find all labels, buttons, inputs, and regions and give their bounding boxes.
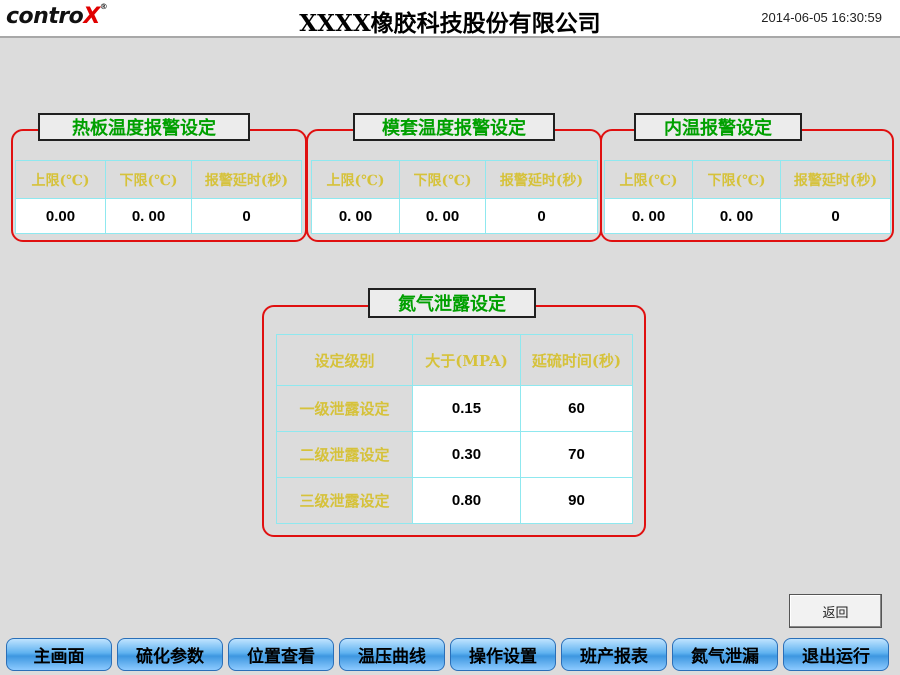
pressure-input[interactable]: 0.15 [412,385,521,432]
delay-input[interactable]: 70 [520,431,633,478]
lower-limit-input[interactable]: 0. 00 [399,198,486,234]
alarm-delay-header: 报警延时(秒) [485,160,598,199]
delay-header: 延硫时间(秒) [520,334,633,386]
logo-x: X [83,4,100,29]
controx-logo: controX® [6,1,108,29]
hotplate-temp-alarm-group: 热板温度报警设定 [11,113,307,242]
title-bar: controX® XXXX橡胶科技股份有限公司 2014-06-05 16:30… [0,0,900,38]
nitrogen-leak-title: 氮气泄露设定 [368,288,536,318]
pressure-header: 大于(MPA) [412,334,521,386]
hotplate-temp-alarm-table: 上限(℃) 下限(℃) 报警延时(秒) 0.00 0. 00 0 [15,160,302,234]
table-row: 二级泄露设定 0.30 70 [276,431,633,478]
lower-limit-header: 下限(℃) [399,160,486,199]
mold-temp-alarm-group: 模套温度报警设定 [306,113,602,242]
upper-limit-header: 上限(℃) [604,160,693,199]
back-button[interactable]: 返回 [789,594,882,628]
upper-limit-input[interactable]: 0.00 [15,198,106,234]
internal-temp-alarm-table: 上限(℃) 下限(℃) 报警延时(秒) 0. 00 0. 00 0 [604,160,891,234]
nav-nitrogen-leak-button[interactable]: 氮气泄漏 [672,638,778,671]
delay-input[interactable]: 60 [520,385,633,432]
alarm-delay-header: 报警延时(秒) [191,160,302,199]
level-header: 设定级别 [276,334,413,386]
nav-temp-pressure-curve-button[interactable]: 温压曲线 [339,638,445,671]
nav-main-screen-button[interactable]: 主画面 [6,638,112,671]
level-label: 二级泄露设定 [276,431,413,478]
upper-limit-header: 上限(℃) [15,160,106,199]
upper-limit-input[interactable]: 0. 00 [604,198,693,234]
company-title: XXXX橡胶科技股份有限公司 [299,10,601,37]
bottom-nav: 主画面 硫化参数 位置查看 温压曲线 操作设置 班产报表 氮气泄漏 退出运行 [0,634,900,675]
nitrogen-leak-table: 设定级别 大于(MPA) 延硫时间(秒) 一级泄露设定 0.15 60 二级泄露… [276,334,633,524]
nav-vulcanize-params-button[interactable]: 硫化参数 [117,638,223,671]
table-row: 一级泄露设定 0.15 60 [276,385,633,432]
level-label: 一级泄露设定 [276,385,413,432]
internal-temp-alarm-title: 内温报警设定 [634,113,802,141]
mold-temp-alarm-table: 上限(℃) 下限(℃) 报警延时(秒) 0. 00 0. 00 0 [311,160,598,234]
nav-exit-button[interactable]: 退出运行 [783,638,889,671]
nav-position-view-button[interactable]: 位置查看 [228,638,334,671]
lower-limit-input[interactable]: 0. 00 [105,198,192,234]
delay-input[interactable]: 90 [520,477,633,524]
internal-temp-alarm-group: 内温报警设定 [600,113,894,242]
lower-limit-header: 下限(℃) [105,160,192,199]
alarm-delay-input[interactable]: 0 [191,198,302,234]
upper-limit-input[interactable]: 0. 00 [311,198,400,234]
alarm-delay-input[interactable]: 0 [485,198,598,234]
logo-text: contro [6,4,84,29]
pressure-input[interactable]: 0.30 [412,431,521,478]
table-row: 三级泄露设定 0.80 90 [276,477,633,524]
mold-temp-alarm-title: 模套温度报警设定 [353,113,555,141]
pressure-input[interactable]: 0.80 [412,477,521,524]
nitrogen-leak-group: 氮气泄露设定 [262,288,646,537]
lower-limit-input[interactable]: 0. 00 [692,198,781,234]
alarm-delay-header: 报警延时(秒) [780,160,891,199]
registered-mark: ® [99,1,108,11]
nav-operation-settings-button[interactable]: 操作设置 [450,638,556,671]
alarm-delay-input[interactable]: 0 [780,198,891,234]
lower-limit-header: 下限(℃) [692,160,781,199]
hotplate-temp-alarm-title: 热板温度报警设定 [38,113,250,141]
upper-limit-header: 上限(℃) [311,160,400,199]
nav-shift-report-button[interactable]: 班产报表 [561,638,667,671]
level-label: 三级泄露设定 [276,477,413,524]
datetime-display: 2014-06-05 16:30:59 [761,10,882,25]
